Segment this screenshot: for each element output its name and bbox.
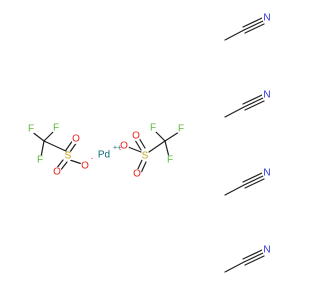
bond-ch3-c-2 bbox=[224, 106, 245, 118]
bond-cn-triple-1a bbox=[243, 20, 264, 31]
oxygen-anion-label: O bbox=[81, 161, 89, 172]
acetonitrile-1: N bbox=[263, 13, 270, 24]
bond-o-s-right bbox=[127, 146, 142, 153]
oxygen-atom-label: O bbox=[72, 134, 80, 145]
acetonitrile-4: N bbox=[263, 245, 270, 256]
bond-s-o-bottom-right-b bbox=[140, 161, 147, 174]
bond-cn-triple-2c bbox=[244, 100, 265, 111]
molecule-canvas: F F F S O O O - Pd ++ O - S O O F F F N … bbox=[26, 13, 272, 273]
acetonitrile-3: N bbox=[263, 168, 270, 179]
bond-c-f-right-3 bbox=[164, 140, 170, 158]
bond-s-o-minus-left bbox=[69, 159, 83, 165]
bond-c-f-right-2 bbox=[164, 131, 180, 142]
bond-cn-triple-3b bbox=[242, 172, 263, 183]
acetonitrile-4-bonds bbox=[224, 249, 265, 273]
palladium-atom-label: Pd bbox=[98, 150, 110, 161]
sulfur-atom-label: S bbox=[142, 151, 149, 162]
fluorine-atom-label: F bbox=[28, 124, 34, 135]
oxygen-atom-label: O bbox=[53, 167, 61, 178]
triflate-right: O - S O O F F F bbox=[119, 123, 184, 180]
bond-cn-triple-3c bbox=[244, 178, 265, 189]
fluorine-atom-label: F bbox=[150, 123, 156, 134]
negative-charge-label: - bbox=[91, 156, 94, 163]
bond-cn-triple-4a bbox=[243, 252, 264, 263]
fluorine-atom-label: F bbox=[53, 123, 59, 134]
acetonitrile-2: N bbox=[263, 90, 270, 101]
sulfur-atom-label: S bbox=[65, 151, 72, 162]
fluorine-atom-label: F bbox=[167, 155, 173, 166]
nitrogen-atom-label: N bbox=[263, 90, 270, 101]
oxygen-atom-label: O bbox=[132, 131, 140, 142]
nitrogen-atom-label: N bbox=[263, 13, 270, 24]
atom-label-backgrounds bbox=[26, 13, 272, 255]
triflate-left: F F F S O O O - bbox=[28, 123, 94, 178]
bond-cn-triple-2a bbox=[243, 97, 264, 108]
bond-cn-triple-3a bbox=[243, 175, 264, 186]
double-positive-charge-label: ++ bbox=[113, 145, 121, 152]
triflate-left-bonds bbox=[30, 129, 83, 172]
nitrogen-atom-label: N bbox=[263, 168, 270, 179]
bond-s-o-top-right-b bbox=[138, 137, 146, 149]
bond-c-s-left bbox=[43, 140, 69, 153]
palladium-ion: Pd ++ bbox=[98, 145, 121, 161]
bond-cn-triple-4c bbox=[244, 255, 265, 266]
bond-s-c-right bbox=[148, 140, 166, 153]
bond-cn-triple-1b bbox=[242, 17, 263, 28]
negative-charge-label: - bbox=[119, 147, 122, 154]
bond-cn-triple-1c bbox=[244, 23, 265, 34]
bond-ch3-c-3 bbox=[224, 184, 245, 196]
oxygen-atom-label: O bbox=[133, 169, 141, 180]
acetonitrile-3-bonds bbox=[224, 172, 265, 196]
bond-c-f-left-3 bbox=[40, 140, 45, 158]
fluorine-atom-label: F bbox=[37, 155, 43, 166]
oxygen-anion-label: O bbox=[120, 141, 128, 152]
acetonitrile-1-bonds bbox=[224, 17, 265, 41]
bond-s-o-top-right-a bbox=[134, 139, 142, 151]
bond-cn-triple-4b bbox=[242, 249, 263, 260]
nitrogen-atom-label: N bbox=[263, 245, 270, 256]
acetonitrile-2-bonds bbox=[224, 94, 265, 118]
fluorine-atom-label: F bbox=[178, 124, 184, 135]
bond-ch3-c-4 bbox=[224, 261, 245, 273]
bond-cn-triple-2b bbox=[242, 94, 263, 105]
bond-ch3-c-1 bbox=[224, 29, 245, 41]
